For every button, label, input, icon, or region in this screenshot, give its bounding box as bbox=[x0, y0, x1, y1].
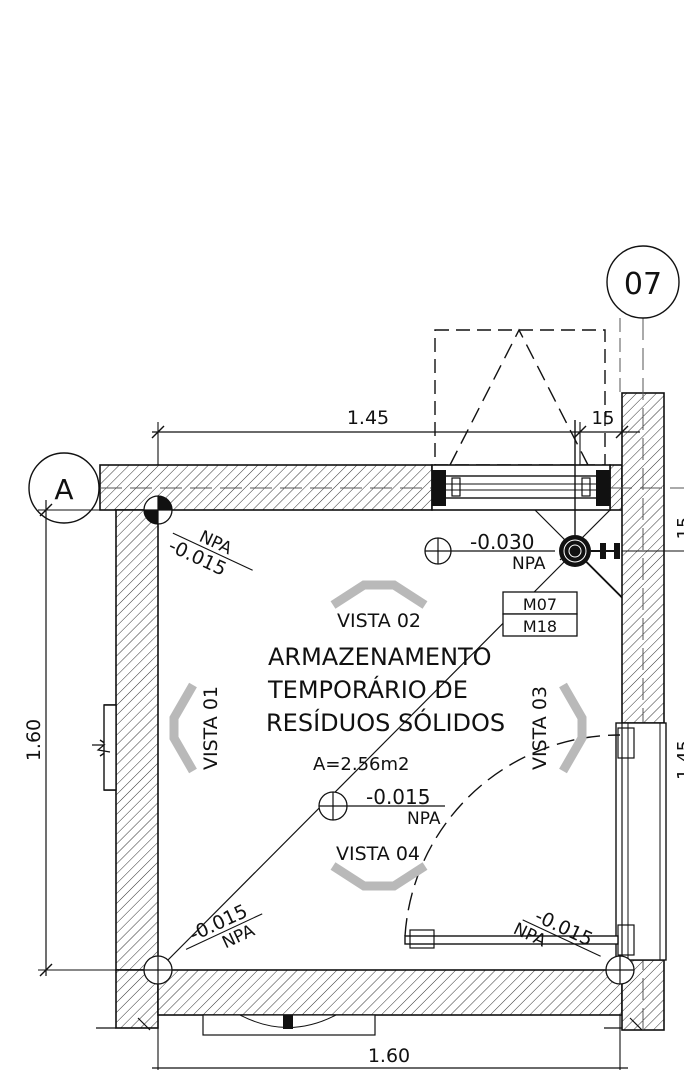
floor-drain bbox=[559, 420, 620, 567]
view-label-02: VISTA 02 bbox=[337, 610, 421, 632]
dimension-bottom-width: 1.60 bbox=[368, 1045, 410, 1067]
door-right bbox=[404, 722, 667, 961]
tag-m07: M07 bbox=[523, 595, 557, 614]
level-marker-bottom-right bbox=[605, 955, 635, 985]
room-name-line-1: ARMAZENAMENTO bbox=[268, 643, 492, 671]
room-name-line-2: TEMPORÁRIO DE bbox=[267, 675, 468, 704]
dimension-right-cut-2: 1.45 bbox=[674, 740, 684, 780]
dimension-right-cut: 15 1.45 bbox=[622, 517, 684, 780]
material-tags: M07 M18 bbox=[502, 591, 578, 637]
view-marker-03-chevron bbox=[559, 682, 587, 774]
view-marker-02-chevron bbox=[330, 580, 428, 609]
view-marker-01-chevron bbox=[169, 682, 197, 774]
level-label-center: -0.015 NPA bbox=[366, 785, 441, 829]
level-label-top-right: -0.030 NPA bbox=[470, 530, 546, 574]
grid-bubble-07: 07 bbox=[606, 245, 680, 319]
dimension-top-small: 15 bbox=[592, 408, 615, 429]
grid-bubble-a: A bbox=[28, 452, 100, 524]
wall-bottom bbox=[157, 969, 623, 1016]
view-markers bbox=[169, 580, 587, 891]
dimension-bottom: 1.60 bbox=[152, 1015, 628, 1070]
view-label-03: VISTA 03 bbox=[529, 686, 551, 770]
level-symbols bbox=[143, 495, 635, 985]
view-label-01: VISTA 01 bbox=[200, 686, 222, 770]
dimension-top: 1.45 15 bbox=[151, 407, 640, 465]
level-value-center: -0.015 bbox=[366, 785, 430, 809]
dimension-right-cut-1: 15 bbox=[674, 517, 684, 540]
top-opening bbox=[431, 328, 611, 511]
level-ref-top-right: NPA bbox=[512, 554, 546, 574]
level-marker-bottom-left bbox=[143, 955, 173, 985]
level-value-top-right: -0.030 bbox=[470, 530, 534, 554]
bottom-fixture bbox=[202, 1014, 376, 1036]
dimension-top-width: 1.45 bbox=[347, 407, 389, 429]
tag-m18: M18 bbox=[523, 617, 557, 636]
floor-slope bbox=[157, 509, 623, 971]
room-area: A=2.56m2 bbox=[313, 754, 409, 775]
wall-left bbox=[115, 509, 159, 971]
dimension-left: 1.60 bbox=[23, 500, 116, 977]
dimension-left-height: 1.60 bbox=[23, 719, 45, 761]
bottom-wall-breaks bbox=[96, 1017, 643, 1031]
room-label: ARMAZENAMENTO TEMPORÁRIO DE RESÍDUOS SÓL… bbox=[266, 643, 505, 775]
view-label-04: VISTA 04 bbox=[336, 843, 420, 865]
level-marker-center bbox=[318, 791, 445, 821]
grid-label-07: 07 bbox=[624, 267, 662, 302]
level-ref-center: NPA bbox=[407, 809, 441, 829]
level-label-top-left: NPA -0.015 bbox=[165, 527, 253, 581]
level-label-bottom-left: -0.015 NPA bbox=[185, 900, 263, 953]
level-marker-top-left bbox=[143, 495, 173, 525]
level-marker-top-right bbox=[424, 537, 555, 565]
view-marker-04-chevron bbox=[330, 862, 428, 891]
grid-label-a: A bbox=[54, 473, 73, 506]
room-name-line-3: RESÍDUOS SÓLIDOS bbox=[266, 707, 505, 737]
